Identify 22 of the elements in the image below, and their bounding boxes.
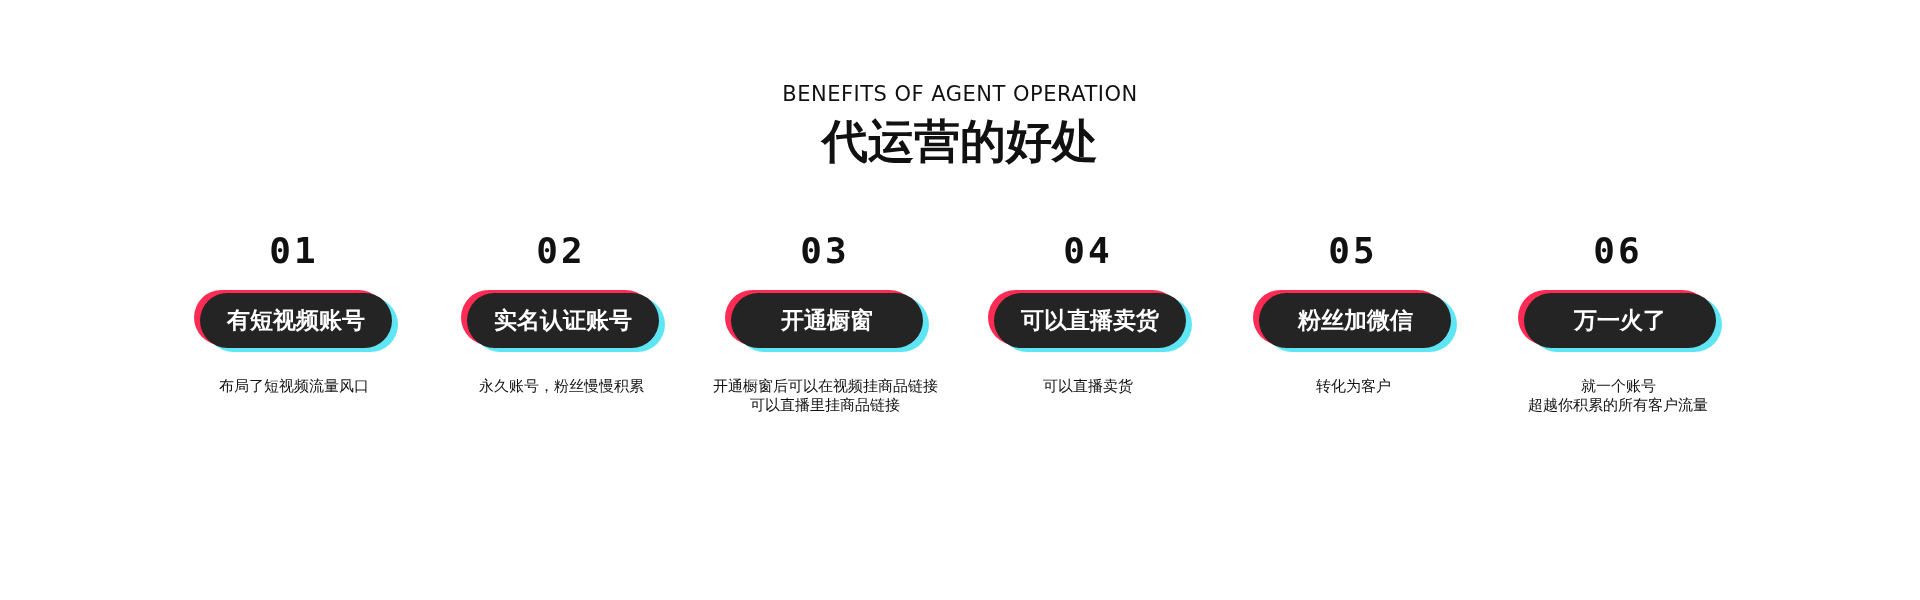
pill-label: 可以直播卖货 [1021,306,1159,335]
description-text: 永久账号，粉丝慢慢积累 [478,376,644,396]
step-number: 02 [536,229,586,271]
title: 代运营的好处 [822,113,1098,170]
description-text: 可以直播里挂商品链接 [750,395,900,415]
step-number: 06 [1593,229,1643,271]
step-number: 01 [269,229,319,271]
pill-label: 有短视频账号 [227,306,365,335]
description-text: 就一个账号 [1580,376,1656,396]
pill-label: 粉丝加微信 [1297,306,1413,335]
step-number: 04 [1063,229,1113,271]
description-text: 可以直播卖货 [1043,376,1133,396]
subtitle: BENEFITS OF AGENT OPERATION [782,82,1138,106]
description-text: 转化为客户 [1315,376,1391,396]
description-text: 超越你积累的所有客户流量 [1528,395,1708,415]
pill-label: 万一火了 [1574,306,1666,335]
description-text: 开通橱窗后可以在视频挂商品链接 [712,376,938,396]
step-number: 05 [1328,229,1378,271]
description-text: 布局了短视频流量风口 [219,376,369,396]
step-number: 03 [800,229,850,271]
pill-label: 实名认证账号 [494,306,632,335]
pill-label: 开通橱窗 [781,306,873,335]
